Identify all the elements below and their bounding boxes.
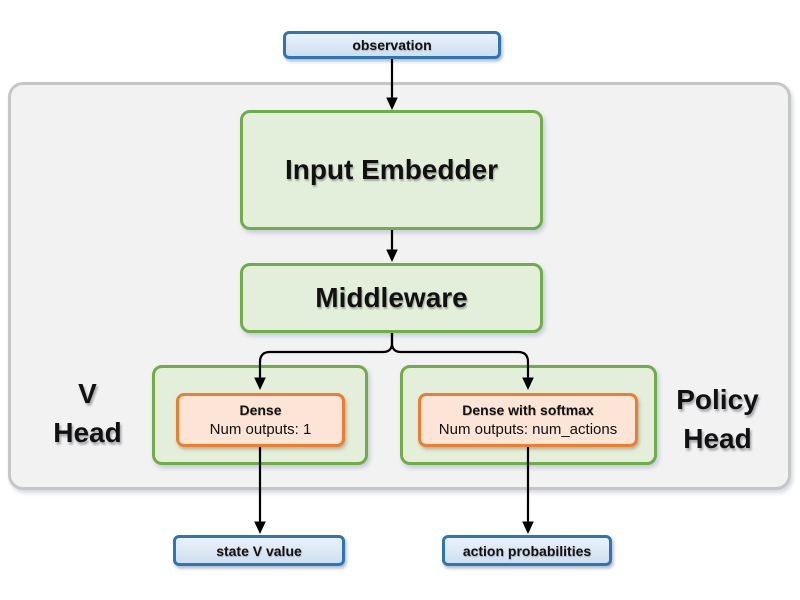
v-head-label-line2: Head — [53, 417, 122, 448]
policy-head-label: Policy Head — [650, 380, 785, 458]
node-input-embedder-label: Input Embedder — [284, 154, 499, 185]
node-input-embedder: Input Embedder — [240, 110, 543, 230]
node-middleware-label: Middleware — [315, 282, 468, 313]
node-state-v-value-label: state V value — [216, 542, 302, 559]
v-head-dense-title: Dense — [239, 402, 282, 418]
policy-head-label-line1: Policy — [676, 384, 759, 415]
policy-head-dense-title: Dense with softmax — [462, 402, 594, 418]
v-head-label: V Head — [20, 374, 155, 452]
policy-head-dense-subtitle: Num outputs: num_actions — [438, 421, 618, 438]
arrowhead-state-v-value — [254, 521, 266, 534]
v-head-dense-box: Dense Num outputs: 1 — [176, 393, 345, 447]
policy-head-label-line2: Head — [683, 423, 752, 454]
node-observation: observation — [283, 31, 501, 59]
node-action-probabilities-label: action probabilities — [462, 542, 592, 559]
node-observation-label: observation — [352, 37, 432, 53]
v-head-dense-subtitle: Num outputs: 1 — [209, 421, 312, 438]
node-state-v-value: state V value — [173, 535, 345, 566]
arrowhead-action-probabilities — [522, 521, 534, 534]
policy-head-dense-box: Dense with softmax Num outputs: num_acti… — [418, 393, 638, 447]
node-middleware: Middleware — [240, 263, 543, 333]
v-head-label-line1: V — [78, 378, 97, 409]
node-action-probabilities: action probabilities — [442, 535, 612, 566]
